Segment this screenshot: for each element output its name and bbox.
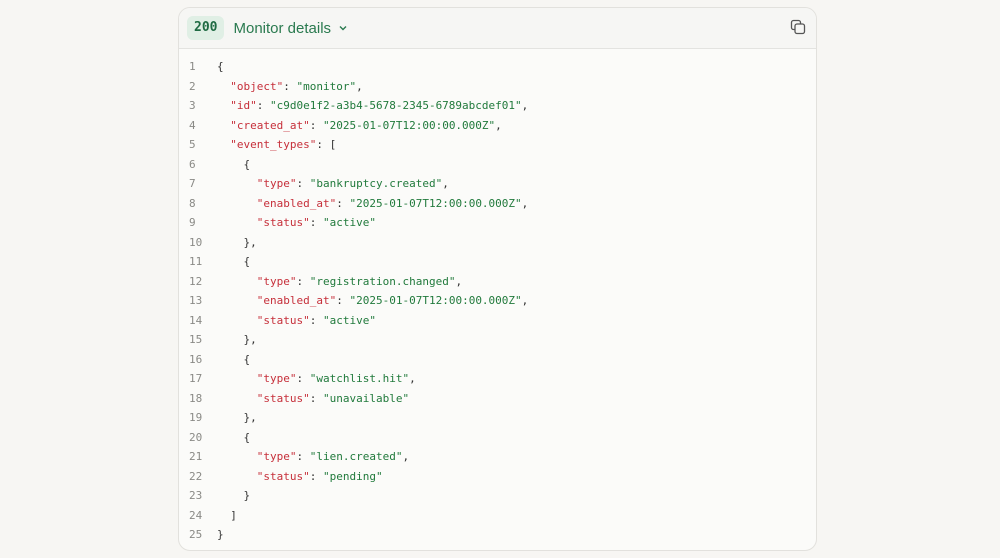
line-number: 1 bbox=[189, 60, 196, 73]
line-number: 19 bbox=[189, 411, 203, 424]
line-number: 25 bbox=[189, 528, 203, 541]
line-number: 17 bbox=[189, 372, 203, 385]
line-number: 15 bbox=[189, 333, 203, 346]
line-number: 2 bbox=[189, 79, 196, 93]
line-text: "type": "registration.changed", bbox=[256, 274, 463, 288]
line-text: "enabled_at": "2025-01-07T12:00:00.000Z"… bbox=[256, 196, 529, 210]
code-line: 5 "event_types": [ bbox=[179, 135, 816, 155]
json-code-block: 1{2 "object": "monitor",3 "id": "c9d0e1f… bbox=[179, 49, 816, 545]
code-line: 12 "type": "registration.changed", bbox=[179, 272, 816, 292]
code-line: 8 "enabled_at": "2025-01-07T12:00:00.000… bbox=[179, 194, 816, 214]
line-number: 21 bbox=[189, 450, 203, 463]
line-text: "status": "active" bbox=[256, 216, 376, 229]
panel-title: Monitor details bbox=[233, 19, 332, 37]
code-line: 21 "type": "lien.created", bbox=[179, 447, 816, 467]
line-number: 14 bbox=[189, 313, 203, 327]
code-line: 16 { bbox=[179, 350, 816, 370]
code-line: 19 }, bbox=[179, 408, 816, 428]
line-number: 4 bbox=[189, 118, 196, 132]
line-number: 8 bbox=[189, 196, 196, 210]
line-text: "created_at": "2025-01-07T12:00:00.000Z"… bbox=[230, 118, 502, 132]
line-number: 23 bbox=[189, 489, 203, 502]
code-line: 15 }, bbox=[179, 330, 816, 350]
code-line: 1{ bbox=[179, 57, 816, 77]
line-text: "type": "watchlist.hit", bbox=[256, 372, 416, 385]
line-text: "status": "unavailable" bbox=[256, 391, 410, 405]
code-line: 2 "object": "monitor", bbox=[179, 77, 816, 97]
line-text: "object": "monitor", bbox=[230, 79, 363, 93]
line-number: 5 bbox=[189, 138, 196, 151]
line-number: 24 bbox=[189, 508, 203, 522]
code-line: 24 ] bbox=[179, 506, 816, 526]
chevron-down-icon bbox=[339, 26, 347, 31]
code-line: 17 "type": "watchlist.hit", bbox=[179, 369, 816, 389]
code-line: 18 "status": "unavailable" bbox=[179, 389, 816, 409]
line-text: }, bbox=[243, 235, 257, 249]
code-line: 13 "enabled_at": "2025-01-07T12:00:00.00… bbox=[179, 291, 816, 311]
code-line: 11 { bbox=[179, 252, 816, 272]
code-line: 23 } bbox=[179, 486, 816, 506]
line-text: }, bbox=[243, 411, 257, 424]
response-panel: 200 Monitor details 1{2 "object": "monit… bbox=[178, 7, 817, 551]
line-number: 13 bbox=[189, 294, 203, 307]
code-line: 4 "created_at": "2025-01-07T12:00:00.000… bbox=[179, 116, 816, 136]
line-text: "status": "active" bbox=[256, 313, 376, 327]
line-text: }, bbox=[243, 333, 257, 346]
line-number: 10 bbox=[189, 235, 203, 249]
line-text: { bbox=[243, 352, 251, 366]
line-text: { bbox=[243, 255, 251, 268]
code-line: 22 "status": "pending" bbox=[179, 467, 816, 487]
code-line: 6 { bbox=[179, 155, 816, 175]
line-text: "enabled_at": "2025-01-07T12:00:00.000Z"… bbox=[256, 294, 529, 307]
copy-icon[interactable] bbox=[790, 19, 806, 35]
line-number: 18 bbox=[189, 391, 203, 405]
line-text: } bbox=[217, 528, 224, 541]
line-text: } bbox=[243, 489, 251, 502]
line-text: "id": "c9d0e1f2-a3b4-5678-2345-6789abcde… bbox=[230, 99, 529, 112]
code-line: 10 }, bbox=[179, 233, 816, 253]
line-number: 16 bbox=[189, 352, 203, 366]
title-dropdown[interactable]: Monitor details bbox=[233, 20, 348, 37]
code-line: 7 "type": "bankruptcy.created", bbox=[179, 174, 816, 194]
line-number: 20 bbox=[189, 430, 203, 444]
line-text: "type": "lien.created", bbox=[256, 450, 410, 463]
line-text: "type": "bankruptcy.created", bbox=[256, 177, 449, 190]
line-text: "event_types": [ bbox=[230, 138, 337, 151]
line-text: "status": "pending" bbox=[256, 469, 383, 483]
line-text: { bbox=[243, 430, 251, 444]
code-line: 20 { bbox=[179, 428, 816, 448]
line-number: 9 bbox=[189, 216, 196, 229]
code-line: 9 "status": "active" bbox=[179, 213, 816, 233]
code-line: 25} bbox=[179, 525, 816, 545]
line-number: 22 bbox=[189, 469, 203, 483]
line-number: 12 bbox=[189, 274, 203, 288]
line-text: ] bbox=[230, 508, 237, 522]
line-text: { bbox=[243, 157, 251, 171]
panel-header: 200 Monitor details bbox=[179, 8, 816, 49]
line-number: 11 bbox=[189, 255, 203, 268]
status-badge: 200 bbox=[187, 16, 225, 40]
line-text: { bbox=[217, 60, 224, 73]
line-number: 7 bbox=[189, 177, 196, 190]
line-number: 6 bbox=[189, 157, 196, 171]
code-line: 3 "id": "c9d0e1f2-a3b4-5678-2345-6789abc… bbox=[179, 96, 816, 116]
line-number: 3 bbox=[189, 99, 196, 112]
code-line: 14 "status": "active" bbox=[179, 311, 816, 331]
